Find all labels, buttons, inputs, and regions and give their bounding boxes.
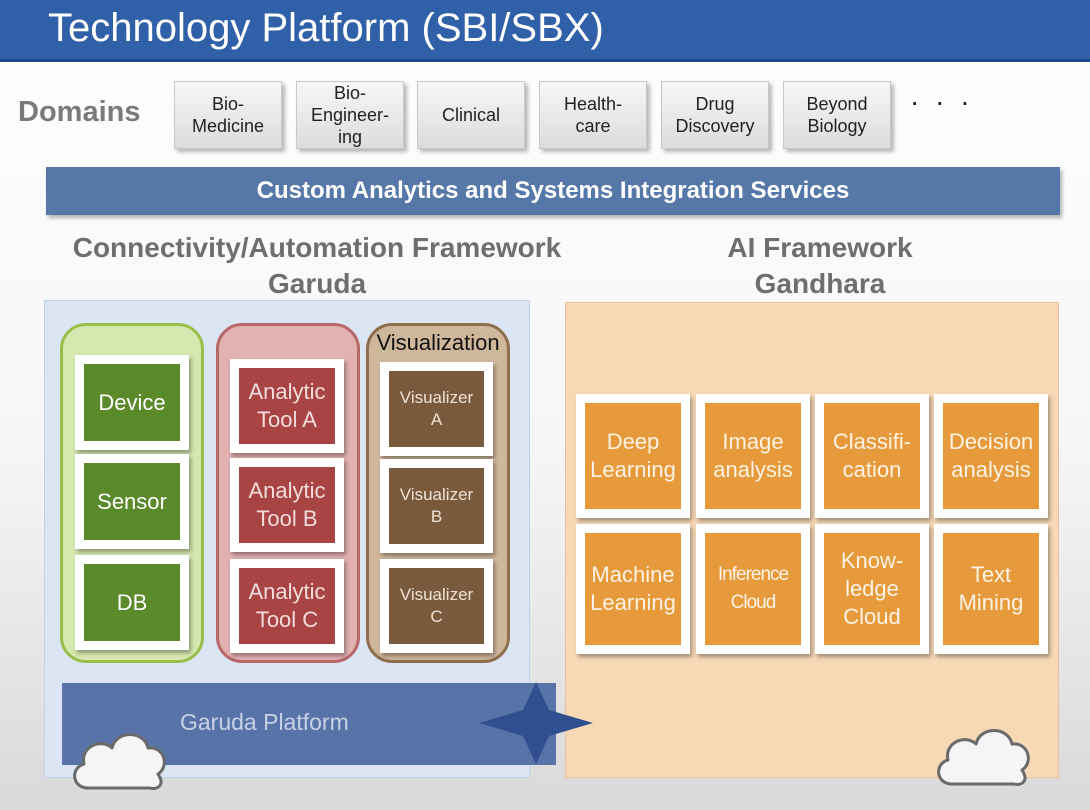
tool-label: Tool C [255,607,319,632]
tool-label: DB [116,589,148,615]
tool-label: Device [98,389,166,415]
domain-label-line: care [575,116,611,136]
gandhara-subtitle: Gandhara [754,268,886,299]
device-tool: Device [75,355,189,450]
tool-label: analysis [951,457,1031,482]
tool-label: A [430,410,443,429]
tool-label: Image [722,429,784,454]
gandhara-framework-title: AI Framework Gandhara [620,230,1020,302]
garuda-subtitle: Garuda [267,268,367,299]
tool-label: Deep [606,429,660,454]
tool-label: Know- [840,548,904,573]
domain-clinical: Clinical [417,81,525,149]
tool-label: ledge [845,576,899,601]
domains-label: Domains [18,96,141,128]
tool-label: cation [842,457,902,482]
db-tool: DB [75,555,189,650]
cloud-icon [73,733,166,790]
tool-label: Tool B [256,506,318,531]
gandhara-title: AI Framework [727,232,913,263]
domain-label-line: Discovery [675,116,755,136]
domain-label-line: Biology [807,116,867,136]
decision-analysis-tool: Decision analysis [934,394,1048,518]
tool-label: Analytic [248,579,326,604]
services-bar: Custom Analytics and Systems Integration… [46,167,1060,215]
domain-label-line: Health- [563,94,623,114]
domain-beyond-biology: Beyond Biology [783,81,891,149]
garuda-title: Connectivity/Automation Framework [72,232,562,263]
page-title: Technology Platform (SBI/SBX) [48,6,604,50]
domain-bio-medicine: Bio- Medicine [174,81,282,149]
tool-label: Cloud [730,592,777,613]
tool-label: Inference [717,564,789,585]
domain-label-line: Beyond [806,94,868,114]
domain-label-line: Drug [695,94,735,114]
connector-star-icon [479,682,593,764]
domain-bio-engineering: Bio- Engineer- ing [296,81,404,149]
tool-label: analysis [713,457,793,482]
tool-label: Learning [590,457,676,482]
tool-label: Visualizer [399,485,474,504]
tool-label: Visualizer [399,585,474,604]
tool-label: B [430,507,443,526]
domain-healthcare: Health- care [539,81,647,149]
tool-label: Machine [591,562,675,587]
domain-label-line: Clinical [441,105,501,125]
domain-label-line: ing [337,127,362,147]
domain-label-line: Bio- [211,94,244,114]
tool-label: Text [970,562,1012,587]
tool-label: Mining [958,590,1024,615]
tool-label: Cloud [843,604,901,629]
domain-drug-discovery: Drug Discovery [661,81,769,149]
tool-label: Sensor [97,488,167,514]
image-analysis-tool: Image analysis [696,394,810,518]
tool-label: Analytic [248,478,326,503]
domain-label-line: Bio- [333,83,366,103]
domain-label-line: Engineer- [310,105,390,125]
tool-label: Analytic [248,379,326,404]
more-domains-ellipsis: · · · [910,86,974,117]
tool-label: Decision [948,429,1034,454]
tool-label: Classifi- [832,429,912,454]
classification-tool: Classifi-cation [815,394,929,518]
visualization-label: Visualization [376,330,500,355]
tool-label: Visualizer [399,388,474,407]
tool-label: C [430,607,443,626]
tool-label: Tool A [257,407,317,432]
title-bar [0,0,1090,62]
garuda-framework-title: Connectivity/Automation Framework Garuda [30,230,604,302]
garuda-platform-label: Garuda Platform [180,709,349,735]
domain-label-line: Medicine [191,116,265,136]
cloud-icon [937,729,1030,786]
sensor-tool: Sensor [75,454,189,549]
tool-label: Learning [590,590,676,615]
